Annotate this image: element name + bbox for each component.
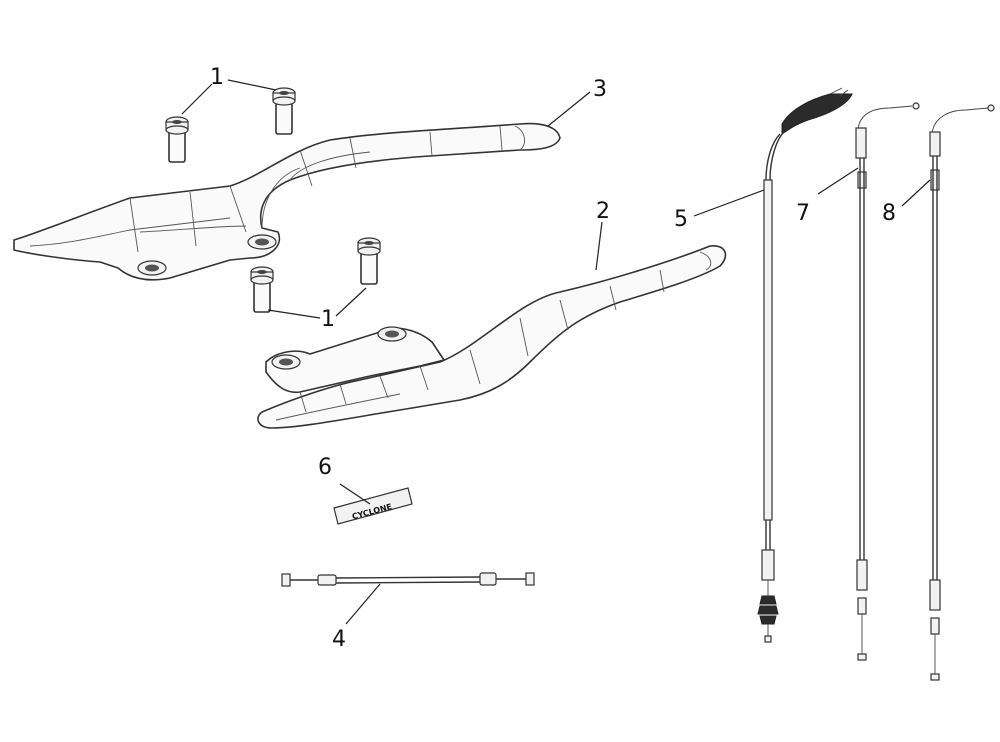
cable-throttle <box>757 87 853 643</box>
callout-6: 6 <box>318 455 332 480</box>
bolt-top-left <box>165 116 189 163</box>
bolt-bottom-right <box>357 237 381 285</box>
cable-7 <box>855 102 920 661</box>
callout-5: 5 <box>674 207 688 232</box>
callout-1-top: 1 <box>210 65 224 90</box>
callout-3: 3 <box>593 77 607 102</box>
grab-rail-left <box>13 122 561 281</box>
decal-label: CYCLONE <box>333 487 413 525</box>
bolt-top-right <box>272 87 296 135</box>
cable-8 <box>929 104 995 681</box>
cable-short <box>281 572 535 587</box>
grab-rail-right <box>257 245 727 429</box>
callout-2: 2 <box>596 199 610 224</box>
leader-lines <box>181 79 931 625</box>
callout-4: 4 <box>332 627 346 652</box>
callout-1-bottom: 1 <box>321 307 335 332</box>
callout-8: 8 <box>882 201 896 226</box>
bolt-bottom-left <box>250 266 274 313</box>
callout-7: 7 <box>796 201 810 226</box>
